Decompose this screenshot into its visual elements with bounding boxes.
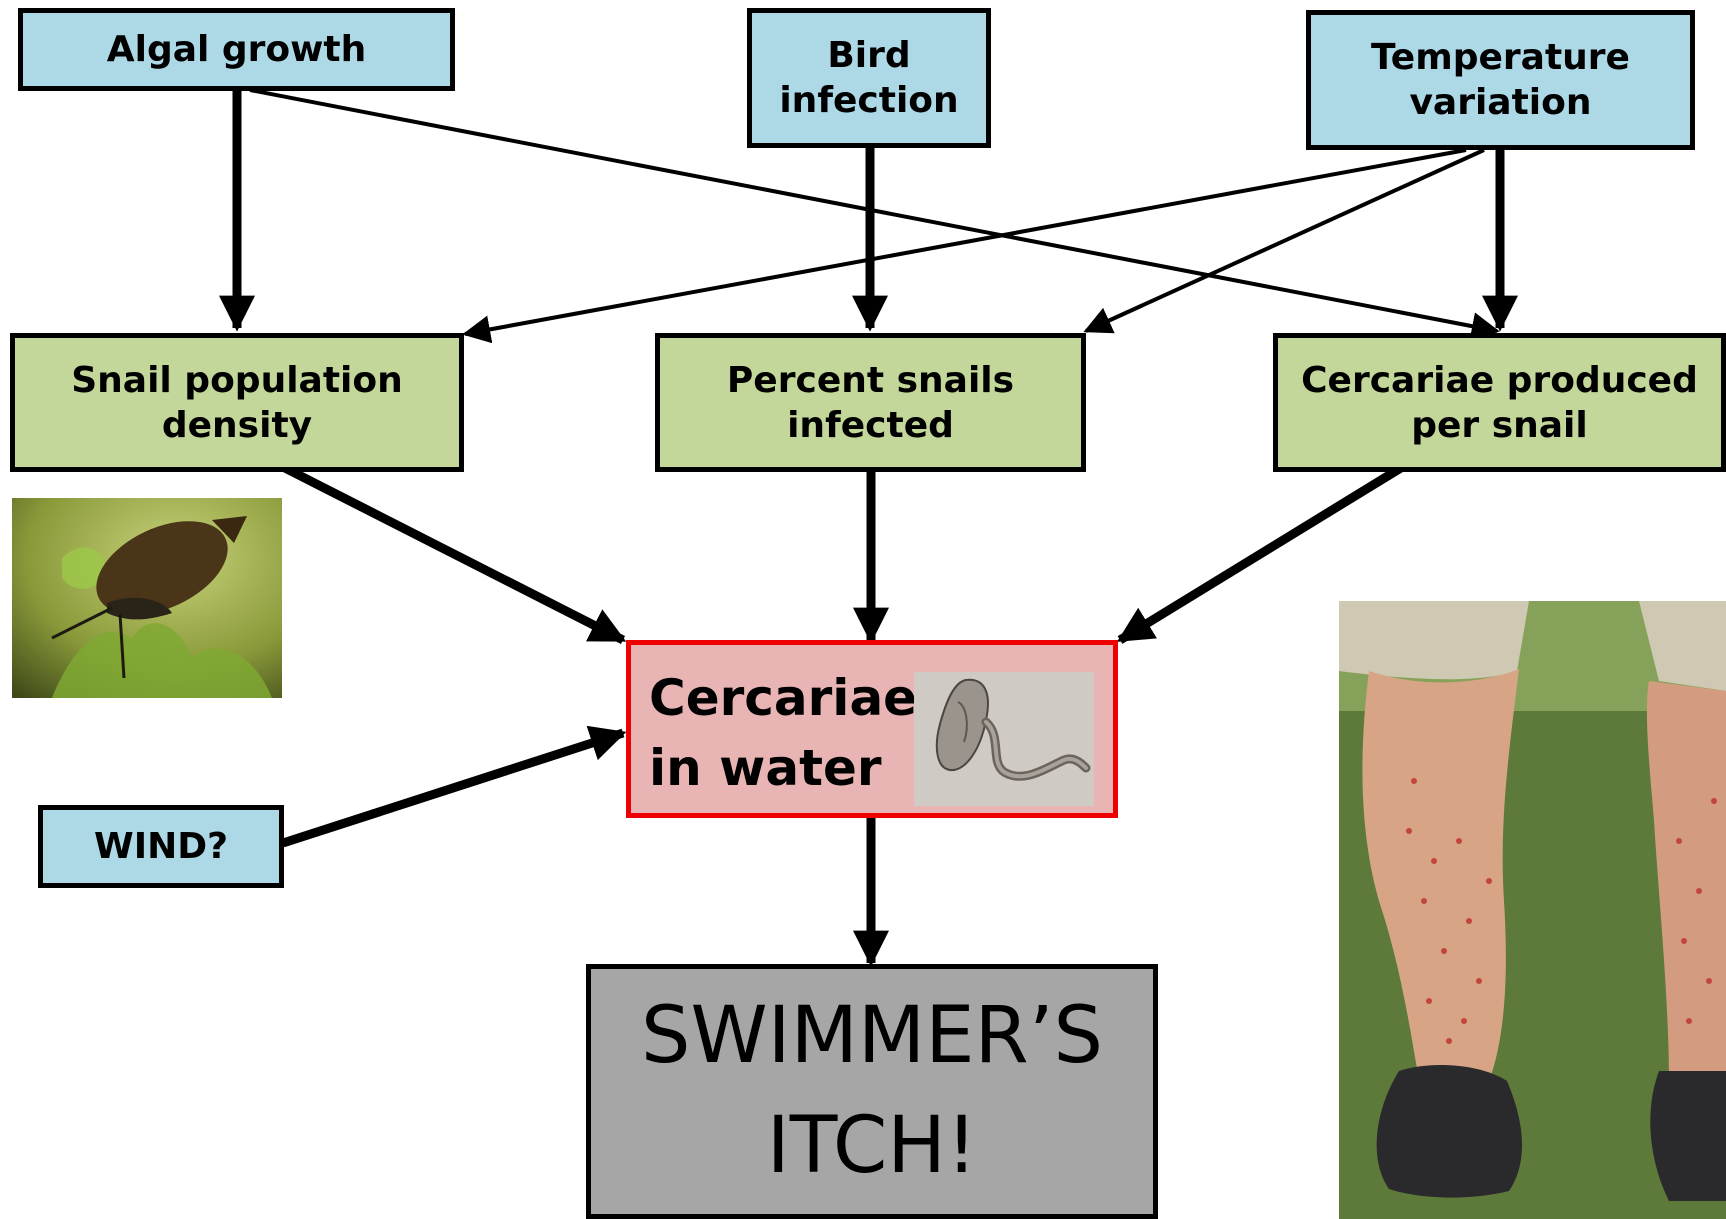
node-swimmers-itch: SWIMMER’S ITCH! [586, 964, 1158, 1219]
node-temperature-variation-label: Temperature variation [1371, 35, 1630, 125]
rash-legs-photo [1339, 601, 1726, 1219]
node-percent-snails-infected: Percent snails infected [655, 333, 1086, 472]
node-cercariae-per-snail: Cercariae produced per snail [1273, 333, 1726, 472]
node-cercariae-in-water-label: Cercariae in water [649, 663, 917, 803]
node-cercariae-per-snail-label: Cercariae produced per snail [1301, 358, 1698, 448]
edge-temperature-to-snail-density [465, 150, 1466, 334]
edge-wind-to-cercariae [283, 733, 623, 843]
node-algal-growth-label: Algal growth [107, 27, 367, 72]
node-snail-population-density: Snail population density [10, 333, 464, 472]
cercaria-micrograph-image [914, 672, 1094, 806]
node-percent-snails-infected-label: Percent snails infected [727, 358, 1014, 448]
node-wind: WIND? [38, 805, 284, 888]
node-bird-infection: Bird infection [747, 8, 991, 148]
node-cercariae-in-water: Cercariae in water [626, 640, 1118, 818]
node-wind-label: WIND? [94, 824, 228, 869]
edge-snail-density-to-cercariae [283, 467, 623, 640]
node-bird-infection-label: Bird infection [779, 33, 958, 123]
node-algal-growth: Algal growth [18, 8, 455, 91]
edge-temperature-to-percent-infected [1086, 150, 1484, 331]
node-temperature-variation: Temperature variation [1306, 10, 1695, 150]
node-swimmers-itch-label: SWIMMER’S ITCH! [641, 982, 1103, 1200]
snail-photo [12, 498, 282, 698]
node-snail-population-density-label: Snail population density [71, 358, 403, 448]
